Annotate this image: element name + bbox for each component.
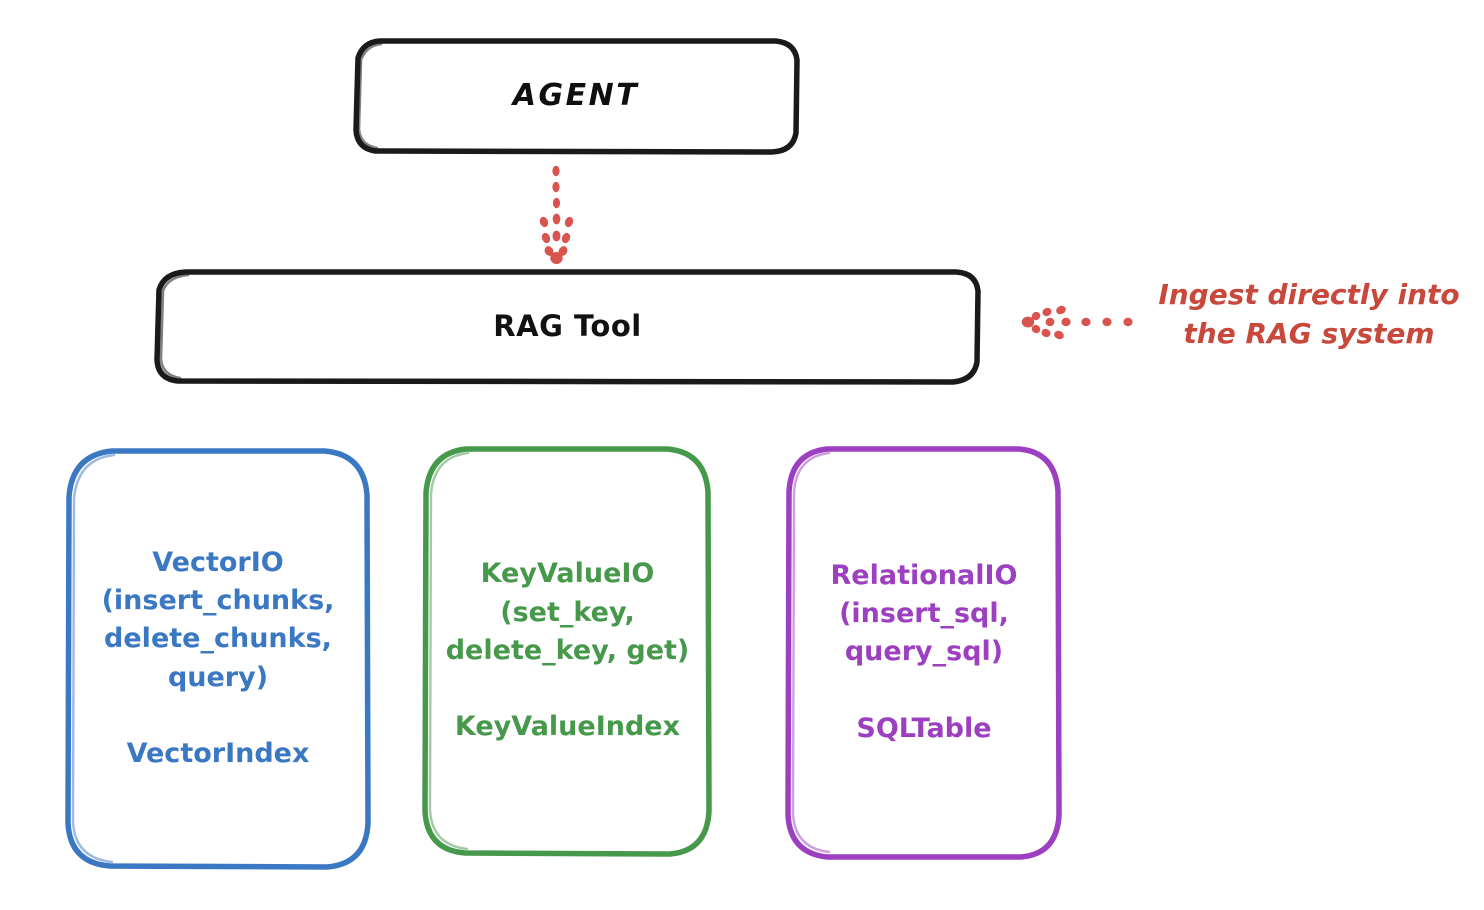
vectorio-box-outline <box>65 448 371 870</box>
relationalio-node-label: RelationalIO (insert_sql, query_sql) SQL… <box>830 559 1018 744</box>
vectorio-node[interactable]: VectorIO (insert_chunks, delete_chunks, … <box>68 450 368 867</box>
agent-node-label: AGENT <box>512 77 640 113</box>
rag-tool-node[interactable]: RAG Tool <box>157 271 978 382</box>
vectorio-node-label: VectorIO (insert_chunks, delete_chunks, … <box>101 546 335 770</box>
keyvalueio-node-label: KeyValueIO (set_key, delete_key, get) Ke… <box>445 558 690 743</box>
agent-node[interactable]: AGENT <box>355 40 797 152</box>
annotation-to-rag-tool-arrow <box>1021 305 1133 340</box>
rag-tool-box-outline <box>154 269 981 385</box>
ingest-annotation-label: Ingest directly into the RAG system <box>1158 278 1460 350</box>
agent-to-rag-tool-arrow <box>539 165 574 264</box>
keyvalueio-box-outline <box>422 446 712 857</box>
relationalio-box-outline <box>785 446 1062 860</box>
agent-box-outline <box>353 38 800 155</box>
relationalio-node[interactable]: RelationalIO (insert_sql, query_sql) SQL… <box>788 448 1060 857</box>
keyvalueio-node[interactable]: KeyValueIO (set_key, delete_key, get) Ke… <box>425 448 710 854</box>
rag-tool-node-label: RAG Tool <box>493 309 642 344</box>
